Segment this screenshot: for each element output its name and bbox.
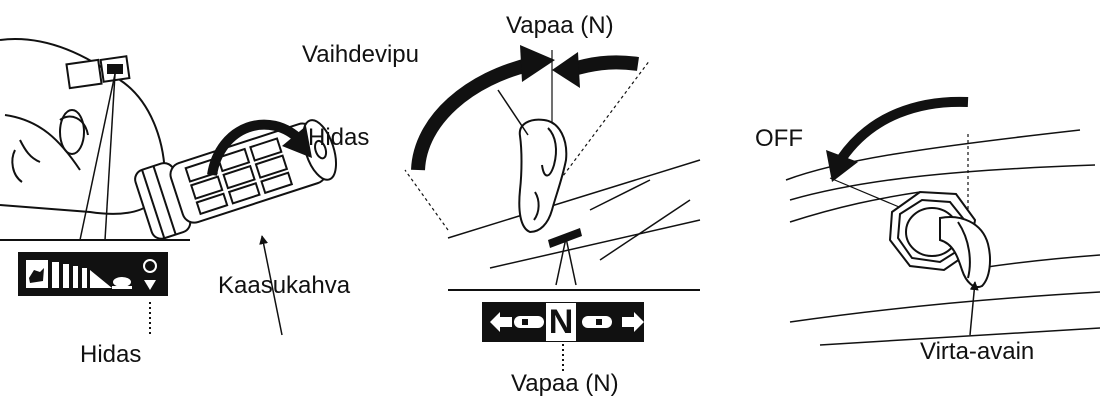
neutral-mark-pointer [555,237,567,286]
tiller-handle-body [0,38,167,215]
lever-pointer-line [497,89,529,136]
throttle-slow-arrowhead [282,126,312,158]
throttle-indicator-pointer-2 [104,73,116,241]
neutral-mark-pointer-2 [565,237,577,286]
neutral-label-bottom: Vapaa (N) [511,370,619,397]
key-pointer-line [969,281,979,336]
forward-dotted-limit [559,59,651,181]
neutral-indicator-letter: N [546,303,576,341]
throttle-indicator-pointer [79,73,116,241]
neutral-label-top: Vapaa (N) [506,12,614,39]
shift-case-outline [447,159,701,269]
ignition-key[interactable] [939,216,991,288]
off-arrowhead [826,150,858,182]
reverse-arrow [411,57,534,171]
throttle-slow-arrow [207,119,304,176]
forward-arrow [567,55,639,77]
off-label: OFF [755,125,803,152]
forward-arrowhead [552,52,580,88]
throttle-grip-label: Kaasukahva [218,272,351,299]
off-arrow [837,96,969,161]
ignition-key-label: Virta-avain [920,338,1035,365]
throttle-grip[interactable] [133,111,345,241]
reverse-dotted-limit [404,169,449,231]
handle-pointer-line [259,235,283,336]
throttle-indicator-decal [18,252,168,296]
throttle-slow-label-top: Hidas [308,124,370,151]
reverse-arrowhead [520,45,555,82]
shift-lever-label: Vaihdevipu [302,41,419,68]
throttle-slow-label-bottom: Hidas [80,341,142,368]
neutral-mark [548,228,582,248]
shift-lever[interactable] [518,118,568,234]
engine-cover-outline [785,129,1100,346]
